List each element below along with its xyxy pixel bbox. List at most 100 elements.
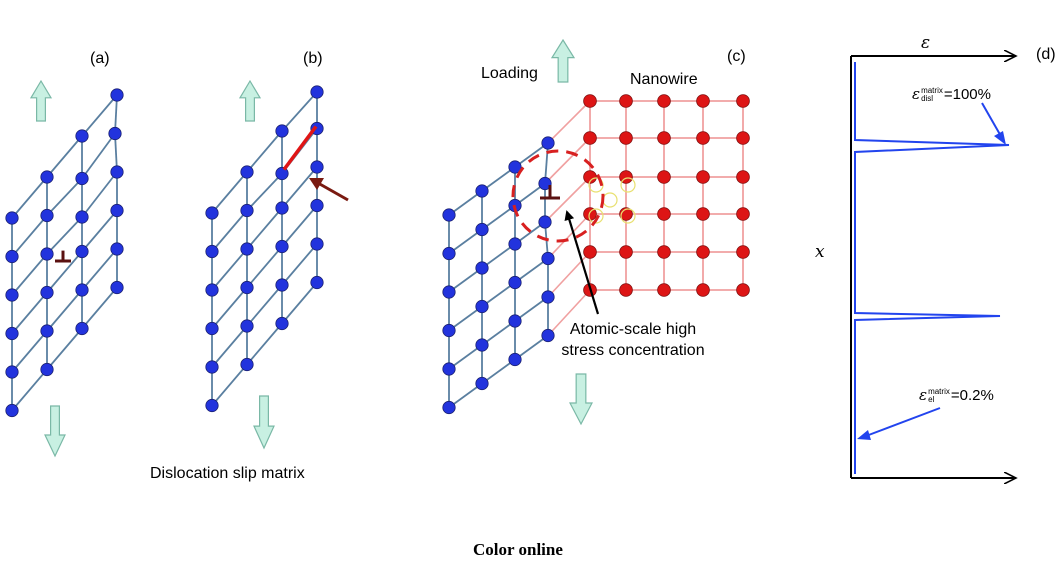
matrix-atom [310,198,324,213]
matrix-atom [205,360,219,374]
matrix-atom [310,275,324,290]
panel-label-b: (b) [303,50,323,67]
up-arrow-icon [238,79,262,122]
nanowire-atom [696,283,710,297]
atomic-bond [11,291,48,335]
matrix-atom [275,239,289,254]
strain-profile-curve [854,62,1010,474]
matrix-atom [508,237,522,251]
stress-region-dashed-circle [511,149,605,243]
matrix-atom [508,275,522,290]
nanowire-atom [583,245,597,259]
matrix-atom [75,244,89,259]
nanowire-atom [696,94,710,108]
matrix-atom [310,237,324,251]
matrix-atom [310,160,324,174]
nanowire-atom [619,131,633,145]
matrix-atom [538,215,552,229]
strain-symbol: ε [919,386,928,404]
atomic-bond [514,334,549,361]
strain-superscript: matrix [928,387,950,397]
interface-bond [544,176,591,223]
nanowire-atom [696,170,710,184]
nanowire-atom [583,94,597,108]
matrix-atom [110,280,124,295]
nanowire-atom [619,94,633,108]
color-online-note: Color online [473,540,563,559]
atomic-bond [281,204,318,248]
matrix-atom [541,328,555,343]
panel-label-c: (c) [727,48,746,65]
matrix-atom [442,362,456,376]
matrix-atom [442,246,456,261]
matrix-atom [75,321,89,336]
down-arrow-icon [44,405,66,458]
nanowire-atom [583,131,597,145]
atomic-bond [211,171,248,214]
matrix-atom [541,251,555,266]
matrix-atom [5,326,19,341]
atomic-bond [448,228,483,255]
nanowire-atom [696,245,710,259]
matrix-atom [541,290,555,304]
atomic-bond [448,305,483,332]
atomic-bond [448,190,483,216]
strain-superscript: matrix [921,86,943,96]
matrix-atom [508,160,522,174]
matrix-atom [110,242,124,256]
slip-pointer-arrowhead [309,178,324,190]
callout-line-2: stress concentration [561,342,705,359]
matrix-atom [75,171,89,186]
interface-bond [547,289,591,337]
nanowire-atom [657,170,671,184]
callout-pointer-arrow [564,210,600,315]
strain-subscript: el [928,395,935,405]
nanowire-atom [619,245,633,259]
loading-down-arrow-icon [569,373,593,426]
matrix-atom [275,124,289,138]
matrix-atom [205,244,219,259]
matrix-atom [240,319,254,333]
matrix-atom [240,203,254,218]
distorted-site [588,208,604,224]
matrix-atom [275,316,289,331]
nanowire-atom [736,283,750,297]
atomic-bond [281,166,318,209]
atomic-bond [514,142,549,168]
matrix-atom [110,203,124,218]
atomic-bond [246,172,283,212]
matrix-atom [108,126,122,141]
strain-subscript: disl [921,94,934,104]
label-loading: Loading [481,65,538,82]
atomic-bond [81,286,118,330]
matrix-atom [538,176,552,191]
atomic-bond [211,248,248,291]
disl-strain-pointer-head [994,131,1006,145]
matrix-atom [5,365,19,379]
distorted-site [620,177,636,193]
slipped-bond-highlight [282,125,318,171]
down-arrow-icon [253,395,275,450]
atomic-bond [211,209,248,253]
nanowire-atom [736,245,750,259]
atomic-bond [11,330,48,373]
matrix-atom [40,285,54,300]
el-strain-pointer-head [857,430,871,440]
matrix-atom [442,323,456,338]
matrix-atom [40,362,54,377]
up-arrow-icon [29,79,53,122]
stress-concentration-callout: Atomic-scale high stress concentration [538,319,728,361]
atomic-bond [81,132,116,180]
atomic-bond [514,296,549,322]
interface-bond [544,137,591,185]
atomic-bond [211,363,248,407]
matrix-atom [40,324,54,338]
x-axis-strain-symbol: ε [921,33,931,53]
matrix-atom [475,261,489,275]
matrix-atom [205,398,219,413]
atomic-bond [448,267,483,293]
atomic-bond [81,171,118,218]
